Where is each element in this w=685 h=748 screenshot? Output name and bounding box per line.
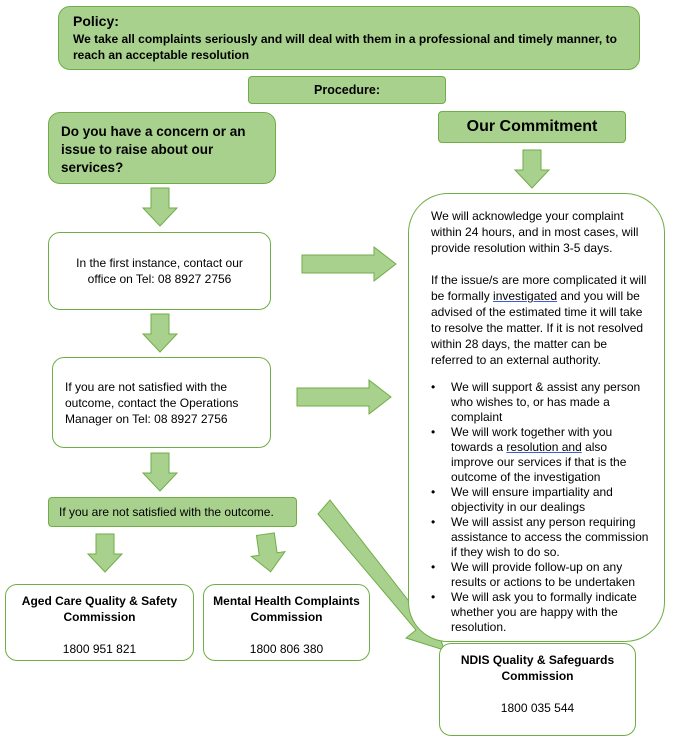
commission-phone: 1800 951 821 <box>62 642 137 656</box>
contact-office-box: In the first instance, contact our offic… <box>48 232 271 310</box>
ndis-commission-box: NDIS Quality & Safeguards Commission 180… <box>439 643 636 736</box>
list-item: We will provide follow-up on any results… <box>431 560 650 590</box>
list-item: We will ask you to formally indicate whe… <box>431 590 650 635</box>
commitment-para-2: If the issue/s are more complicated it w… <box>431 273 647 367</box>
list-item: We will assist any person requiring assi… <box>431 515 650 560</box>
down-arrow-icon <box>86 533 124 573</box>
policy-box: Policy: We take all complaints seriously… <box>58 6 640 70</box>
commitment-heading: Our Commitment <box>438 111 626 143</box>
commission-name: NDIS Quality & Safeguards Commission <box>460 653 615 683</box>
mental-health-commission-box: Mental Health Complaints Commission 1800… <box>203 584 370 661</box>
commission-phone: 1800 806 380 <box>249 642 324 656</box>
list-item: We will support & assist any person who … <box>431 380 650 425</box>
list-item: We will work together with you towards a… <box>431 425 650 485</box>
commission-name: Mental Health Complaints Commission <box>213 594 360 624</box>
commitment-details: We will acknowledge your complaint withi… <box>408 193 665 642</box>
down-arrow-icon <box>141 313 179 353</box>
commission-phone: 1800 035 544 <box>500 701 575 715</box>
operations-manager-box: If you are not satisfied with the outcom… <box>52 357 271 448</box>
down-arrow-icon <box>141 187 179 227</box>
right-arrow-icon <box>301 245 397 283</box>
concern-box: Do you have a concern or an issue to rai… <box>48 112 276 184</box>
procedure-heading: Procedure: <box>248 76 446 104</box>
down-arrow-icon <box>250 532 287 573</box>
commitment-para-1: We will acknowledge your complaint withi… <box>431 209 639 255</box>
right-arrow-icon <box>296 378 392 416</box>
commitment-list: We will support & assist any person who … <box>431 380 650 635</box>
not-satisfied-box: If you are not satisfied with the outcom… <box>48 497 297 527</box>
down-arrow-icon <box>141 452 179 492</box>
down-arrow-icon <box>513 149 551 189</box>
list-item: We will ensure impartiality and objectiv… <box>431 485 650 515</box>
commission-name: Aged Care Quality & Safety Commission <box>21 594 178 624</box>
aged-care-commission-box: Aged Care Quality & Safety Commission 18… <box>5 584 194 661</box>
policy-title: Policy: <box>73 13 119 29</box>
policy-text: We take all complaints seriously and wil… <box>73 32 617 62</box>
